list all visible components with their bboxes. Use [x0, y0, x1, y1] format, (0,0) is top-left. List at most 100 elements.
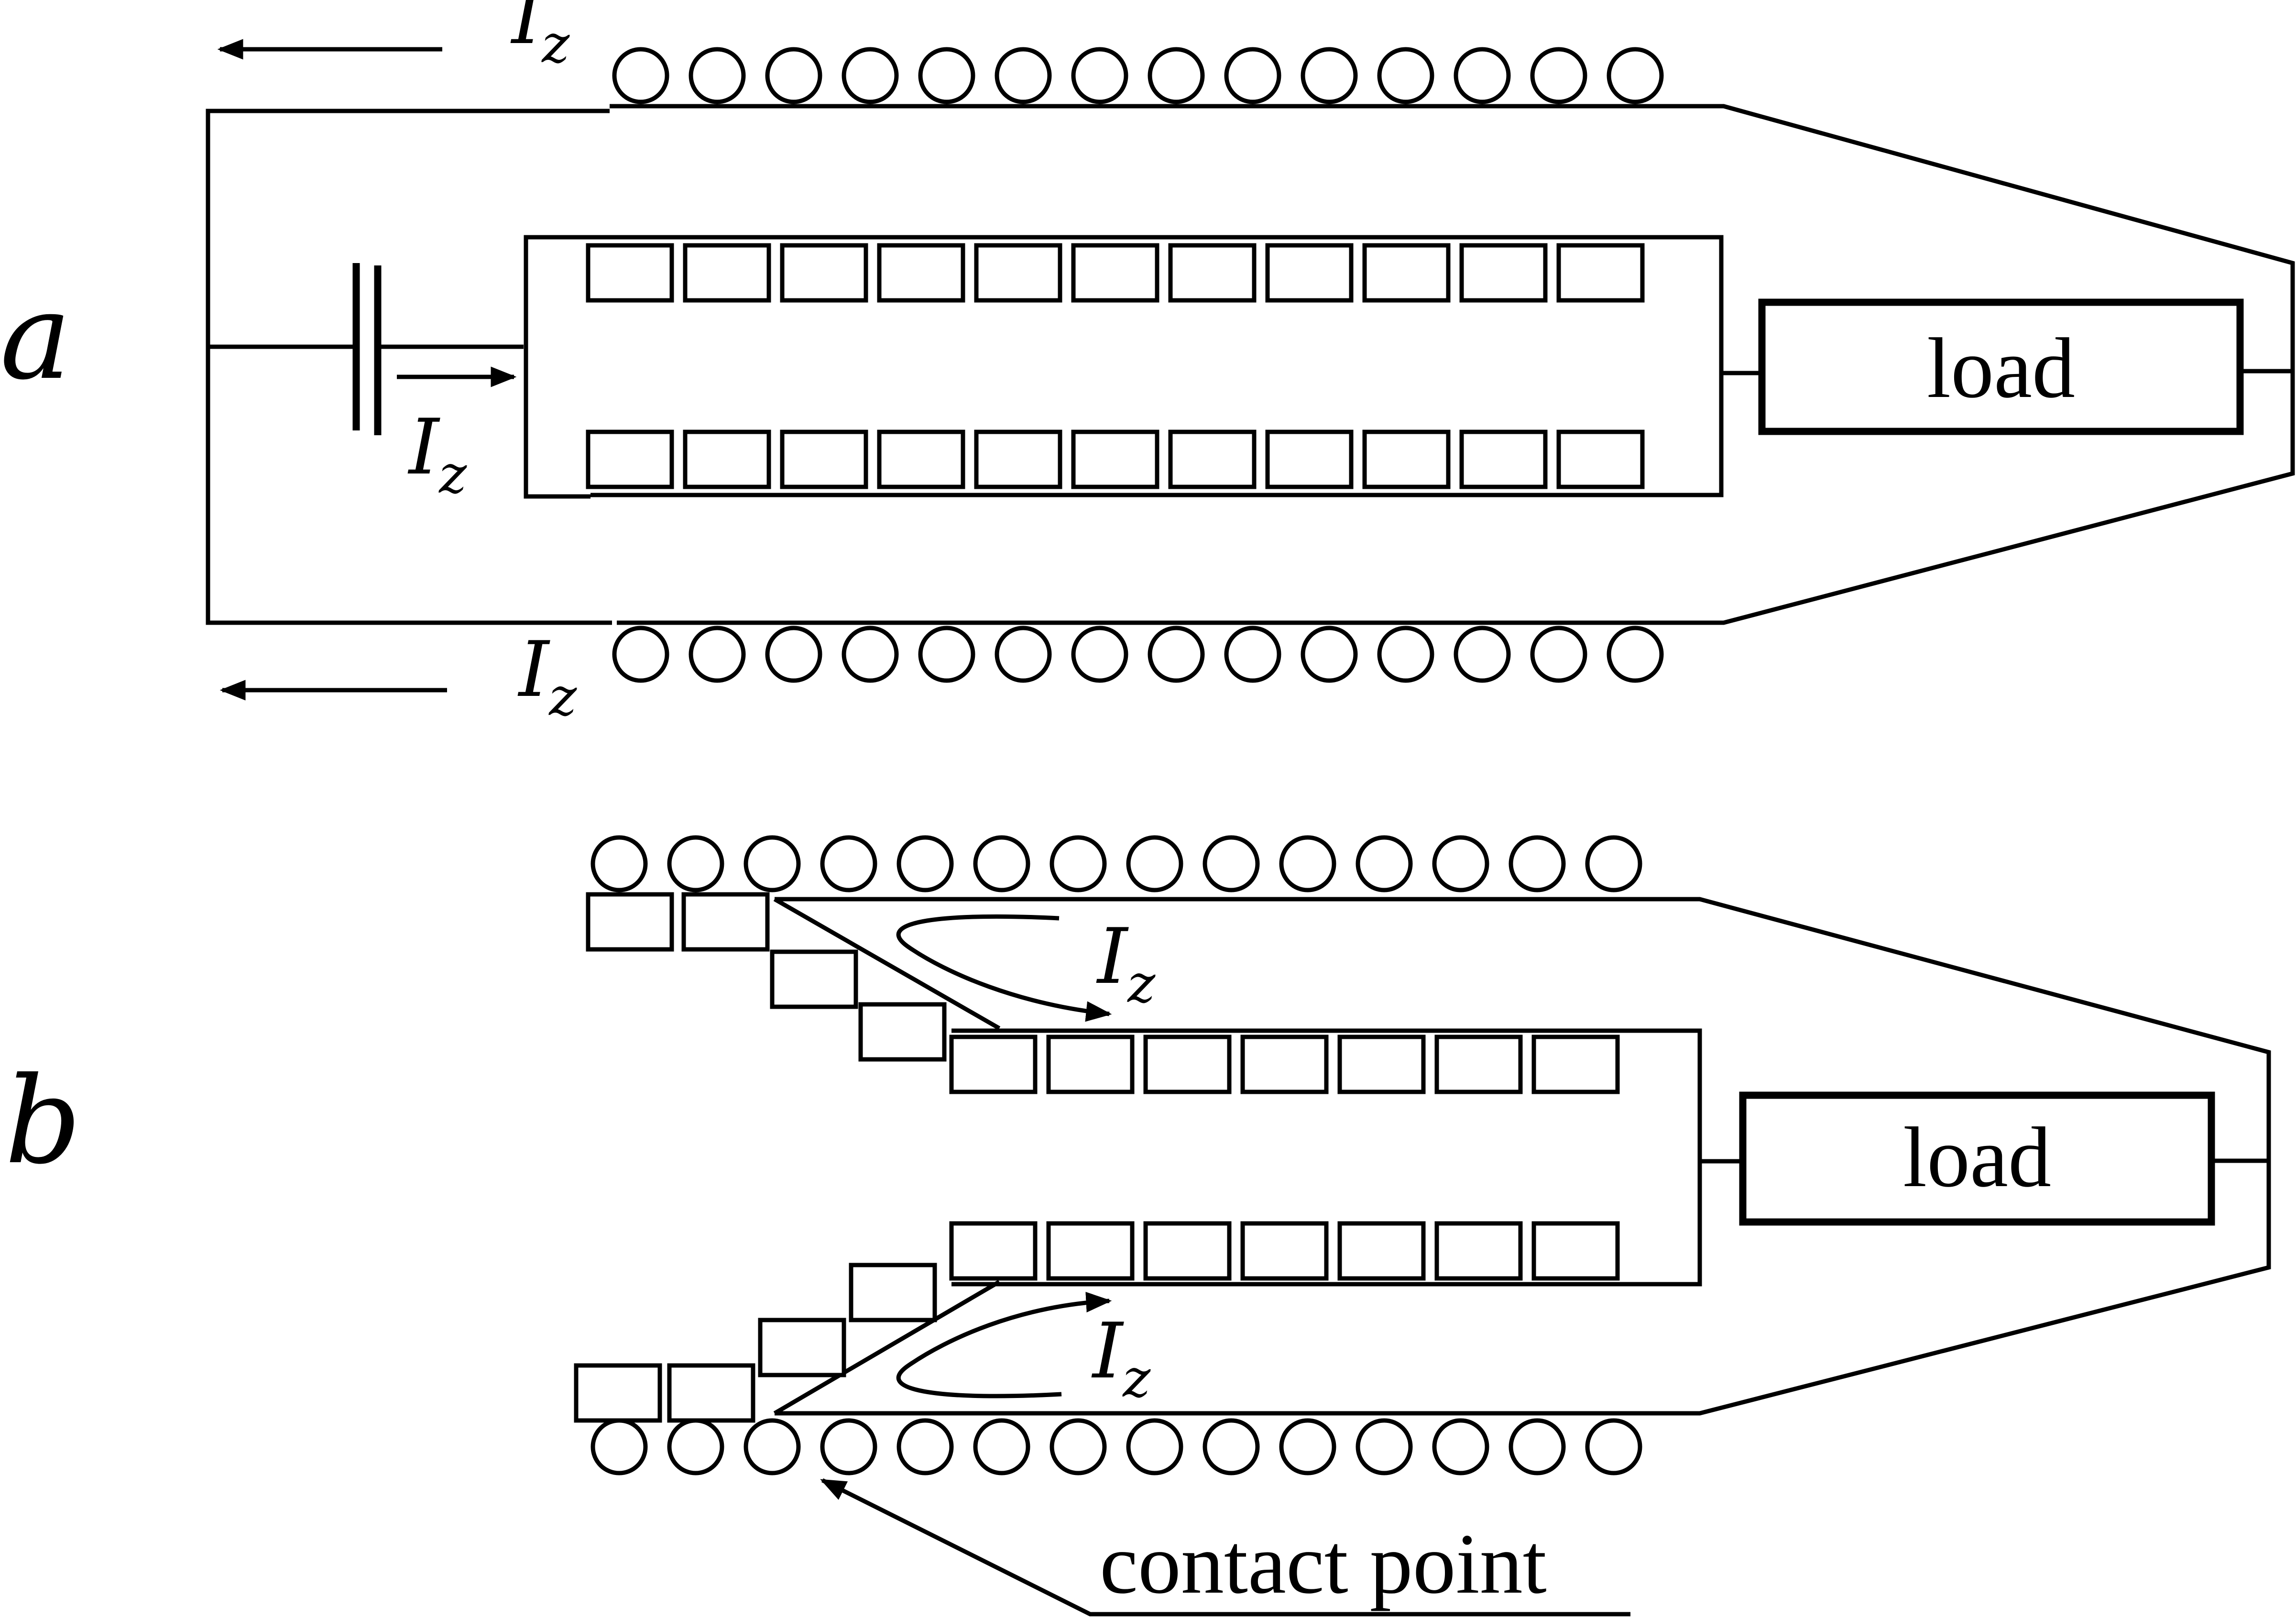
- armature-coil: [780, 429, 868, 489]
- panel-a-armature-bottom-coils: [586, 429, 1645, 489]
- coil-turn: [1356, 1418, 1413, 1475]
- panel-b-armature-top-coils: [949, 1035, 1620, 1094]
- armature-coil: [1046, 1221, 1135, 1281]
- armature-coil: [1459, 243, 1548, 303]
- armature-coil: [1556, 243, 1645, 303]
- coil-turn: [842, 626, 899, 683]
- coil-turn: [689, 626, 746, 683]
- coil-turn: [689, 47, 746, 104]
- step-coil: [758, 1318, 846, 1377]
- step-coil: [858, 1002, 947, 1062]
- armature-coil: [949, 1035, 1038, 1094]
- coil-turn: [897, 1418, 954, 1475]
- coil-turn: [1509, 1418, 1566, 1475]
- armature-coil: [683, 429, 771, 489]
- panel-b-load-label: load: [1903, 1110, 2051, 1205]
- coil-turn: [1585, 835, 1642, 892]
- panel-b-upper-current-label: Iz: [1096, 912, 1156, 1014]
- coil-turn: [820, 1418, 877, 1475]
- step-coil: [667, 1363, 755, 1423]
- panel-a: a load Iz Iz Iz: [0, 0, 2295, 727]
- armature-coil: [1143, 1035, 1232, 1094]
- coil-turn: [1377, 626, 1434, 683]
- panel-a-armature-top-coils: [586, 243, 1645, 303]
- coil-turn: [765, 626, 822, 683]
- coil-turn: [1071, 47, 1128, 104]
- coil-turn: [612, 626, 669, 683]
- coil-turn: [1301, 47, 1358, 104]
- armature-coil: [780, 243, 868, 303]
- armature-coil: [877, 243, 965, 303]
- coil-turn: [918, 626, 975, 683]
- armature-coil: [1531, 1035, 1620, 1094]
- panel-b-top-coil-turns: [590, 835, 1642, 892]
- coil-turn: [1432, 835, 1489, 892]
- coil-turn: [995, 47, 1052, 104]
- panel-b-armature-bottom-coils: [949, 1221, 1620, 1281]
- armature-coil: [1434, 1221, 1523, 1281]
- step-coil: [770, 949, 858, 1009]
- coil-turn: [1509, 835, 1566, 892]
- step-coil: [681, 892, 770, 952]
- coil-turn: [1224, 626, 1281, 683]
- coil-turn: [1203, 1418, 1260, 1475]
- panel-a-inner-current-label: Iz: [407, 402, 467, 505]
- coil-turn: [1356, 835, 1413, 892]
- coil-turn: [1224, 47, 1281, 104]
- armature-coil: [1337, 1221, 1426, 1281]
- coil-turn: [820, 835, 877, 892]
- armature-coil: [586, 243, 674, 303]
- coil-turn: [765, 47, 822, 104]
- armature-coil: [1265, 243, 1354, 303]
- coil-turn: [1148, 47, 1205, 104]
- armature-coil: [1071, 243, 1159, 303]
- armature-coil: [1434, 1035, 1523, 1094]
- coil-turn: [743, 1418, 801, 1475]
- panel-b-bottom-step-coils: [574, 1263, 937, 1423]
- panel-b-lower-current-label: Iz: [1091, 1306, 1151, 1409]
- coil-turn: [590, 835, 648, 892]
- coil-turn: [918, 47, 975, 104]
- armature-coil: [1362, 429, 1451, 489]
- coil-turn: [667, 1418, 724, 1475]
- coil-turn: [1454, 626, 1511, 683]
- armature-coil: [1240, 1035, 1329, 1094]
- coil-turn: [1585, 1418, 1642, 1475]
- armature-coil: [1337, 1035, 1426, 1094]
- coil-turn: [973, 1418, 1030, 1475]
- armature-coil: [1531, 1221, 1620, 1281]
- panel-b-upper-current-arrow: [896, 914, 1112, 1022]
- panel-b-letter: b: [5, 1051, 81, 1190]
- coil-turn: [1126, 835, 1183, 892]
- armature-coil: [974, 243, 1062, 303]
- armature-coil: [1143, 1221, 1232, 1281]
- coil-turn: [1301, 626, 1358, 683]
- panel-b-top-step-coils: [586, 892, 947, 1062]
- armature-coil: [1168, 429, 1257, 489]
- coil-turn: [842, 47, 899, 104]
- coil-turn: [1203, 835, 1260, 892]
- panel-b-bottom-cone-wire: [773, 1280, 1001, 1415]
- step-coil: [574, 1363, 662, 1423]
- coil-turn: [1530, 626, 1587, 683]
- armature-coil: [1046, 1035, 1135, 1094]
- panel-b-lower-current-arrow: [896, 1292, 1112, 1398]
- coil-turn: [1607, 626, 1664, 683]
- coil-turn: [995, 626, 1052, 683]
- coil-turn: [1050, 1418, 1107, 1475]
- panel-a-load-label: load: [1927, 320, 2075, 416]
- armature-coil: [1459, 429, 1548, 489]
- coil-turn: [897, 835, 954, 892]
- panel-a-top-coil-turns: [612, 47, 1664, 104]
- armature-coil: [877, 429, 965, 489]
- capacitor-icon: [208, 263, 524, 435]
- coil-turn: [1454, 47, 1511, 104]
- panel-a-outer-conductor: [206, 104, 2295, 625]
- armature-coil: [1556, 429, 1645, 489]
- armature-coil: [1168, 243, 1257, 303]
- coil-turn: [1607, 47, 1664, 104]
- armature-coil: [1240, 1221, 1329, 1281]
- coil-turn: [1050, 835, 1107, 892]
- coil-turn: [1279, 1418, 1336, 1475]
